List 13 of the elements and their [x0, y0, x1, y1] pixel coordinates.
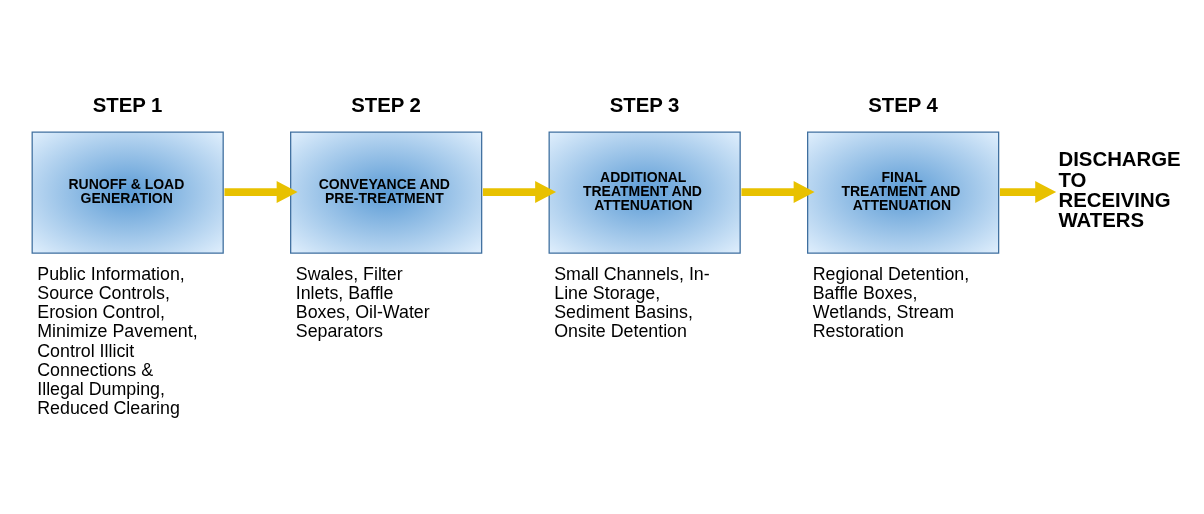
arrow [741, 181, 815, 204]
node-label: STEP 2 [351, 93, 421, 116]
arrow [482, 181, 557, 204]
node-label: STEP 3 [609, 93, 680, 116]
arrow [999, 181, 1057, 204]
node-label: Public Information, Source Controls, Erosion Control, Minimize Pavement, Control Illicit Connections & Illegal Dumping, Reduced Clearing [37, 264, 198, 418]
node-label: Regional Detention, Baffle Boxes, Wetlands, Stream Restoration [812, 264, 970, 342]
node-label: STEP 1 [92, 93, 163, 116]
node-label: Small Channels, In-Line Storage, Sediment Basins, Onsite Detention [554, 264, 710, 342]
node-text: DISCHARGE TO RECEIVING WATERS [1058, 148, 1181, 232]
node-label: Swales, Filter Inlets, Baffle Boxes, Oil-Water Separators [295, 264, 430, 342]
arrow [224, 181, 298, 204]
node-label: STEP 4 [868, 93, 938, 116]
